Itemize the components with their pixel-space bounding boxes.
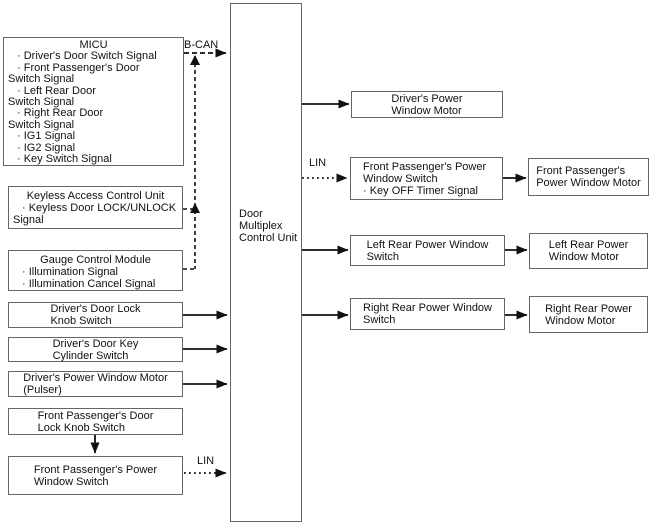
box-text-line: Cylinder Switch <box>52 349 129 362</box>
left-rear-power-window-switch-box: Left Rear Power Window Switch <box>350 235 505 266</box>
micu-box: MICU · Driver's Door Switch Signal · Fro… <box>3 37 184 166</box>
box-text-line: Left Rear Power <box>548 239 629 251</box>
left-rear-power-window-motor-box: Left Rear Power Window Motor <box>529 233 648 269</box>
box-text-line: Switch <box>363 314 396 326</box>
front-passengers-power-window-motor-box: Front Passenger's Power Window Motor <box>528 158 649 196</box>
box-text-line: Front Passenger's Power <box>363 160 487 173</box>
lin-label-bottom: LIN <box>197 455 215 467</box>
box-text-line: Driver's Door Lock <box>50 303 141 315</box>
box-text-line: · Key OFF Timer Signal <box>363 184 478 197</box>
front-passengers-door-lock-knob-switch-box: Front Passenger's Door Lock Knob Switch <box>8 408 183 435</box>
box-text-line: Driver's Power <box>391 92 463 105</box>
box-text-line: Right Rear Power Window <box>363 302 492 314</box>
keyless-signal-line: Signal <box>13 214 44 226</box>
micu-signal-line: · Left Rear Door <box>17 84 96 97</box>
front-passengers-power-window-switch-left-box: Front Passenger's Power Window Switch <box>8 456 183 495</box>
keyless-title: Keyless Access Control Unit <box>26 190 165 202</box>
micu-title: MICU <box>79 39 108 51</box>
bcan-bus-up-arrow <box>190 55 200 65</box>
right-rear-power-window-switch-box: Right Rear Power Window Switch <box>350 298 505 330</box>
bcan-label: B-CAN <box>184 39 219 51</box>
gauge-title: Gauge Control Module <box>40 254 151 266</box>
box-text-line: (Pulser) <box>23 384 62 396</box>
micu-signal-line: · Driver's Door Switch Signal <box>17 50 157 63</box>
central-unit-text-line: Door <box>239 208 263 220</box>
box-text-line: Window Motor <box>545 314 616 327</box>
box-text-line: Left Rear Power Window <box>366 238 489 251</box>
box-text-line: Front Passenger's Door <box>37 409 154 422</box>
drivers-power-window-motor-box: Driver's Power Window Motor <box>351 91 503 118</box>
box-text-line: Lock Knob Switch <box>37 421 126 434</box>
central-unit-text-line: Control Unit <box>239 232 298 244</box>
micu-signal-line: · IG2 Signal <box>17 141 76 154</box>
lin-label-right: LIN <box>309 157 327 169</box>
gauge-signal-line: · Illumination Signal <box>22 266 118 278</box>
micu-signal-line: Switch Signal <box>8 118 75 131</box>
micu-signal-line: · IG1 Signal <box>17 130 76 143</box>
gauge-signal-line: · Illumination Cancel Signal <box>22 278 156 290</box>
drivers-door-lock-knob-switch-box: Driver's Door Lock Knob Switch <box>8 302 183 328</box>
door-multiplex-control-unit-box: Door Multiplex Control Unit <box>230 3 302 522</box>
box-text-line: Window Switch <box>33 475 109 488</box>
box-text-line: Front Passenger's Power <box>33 463 158 476</box>
micu-signal-line: · Front Passenger's Door <box>17 61 140 74</box>
box-text-line: Power Window Motor <box>536 177 641 189</box>
box-text-line: Switch <box>366 250 400 263</box>
box-text-line: Knob Switch <box>50 315 112 327</box>
box-text-line: Window Motor <box>391 104 462 117</box>
right-rear-power-window-motor-box: Right Rear Power Window Motor <box>529 296 648 333</box>
box-text-line: Right Rear Power <box>545 302 632 315</box>
drivers-door-key-cylinder-switch-box: Driver's Door Key Cylinder Switch <box>8 337 183 362</box>
box-text-line: Window Motor <box>548 251 620 263</box>
box-text-line: Window Switch <box>363 172 438 185</box>
box-text-line: Driver's Door Key <box>52 337 139 350</box>
micu-signal-line: · Key Switch Signal <box>17 153 112 166</box>
gauge-control-module-box: Gauge Control Module · Illumination Sign… <box>8 250 183 291</box>
keyless-junction-arrow <box>190 203 200 213</box>
keyless-signal-line: · Keyless Door LOCK/UNLOCK <box>22 202 177 214</box>
micu-signal-line: Switch Signal <box>8 96 75 109</box>
keyless-access-control-unit-box: Keyless Access Control Unit · Keyless Do… <box>8 186 183 229</box>
central-unit-text-line: Multiplex <box>239 220 283 232</box>
micu-signal-line: · Right Rear Door <box>17 107 104 120</box>
box-text-line: Front Passenger's <box>536 165 626 177</box>
micu-signal-line: Switch Signal <box>8 73 75 86</box>
drivers-power-window-motor-pulser-box: Driver's Power Window Motor (Pulser) <box>8 371 183 397</box>
front-passengers-power-window-switch-box: Front Passenger's Power Window Switch · … <box>350 157 503 200</box>
box-text-line: Driver's Power Window Motor <box>23 372 168 384</box>
